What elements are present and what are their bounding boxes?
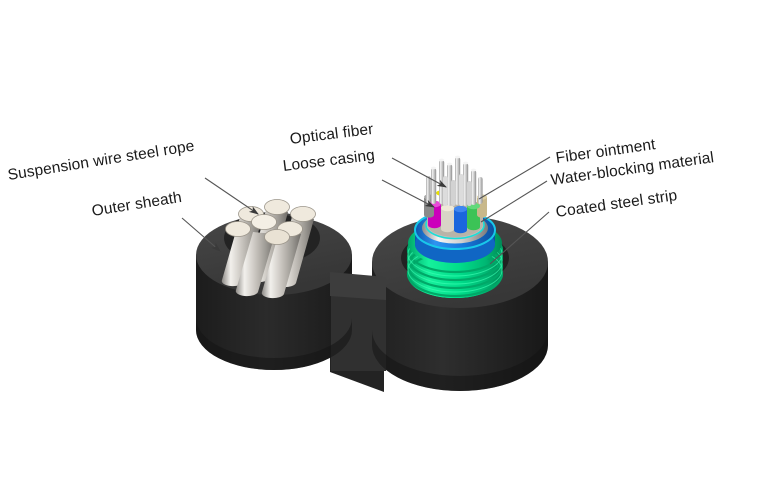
leader-optical-fiber xyxy=(391,157,447,188)
optical-fiber-bundle xyxy=(426,155,483,206)
leader-loose-casing xyxy=(381,179,435,208)
sheath-right-shadow xyxy=(372,330,548,391)
leader-lines xyxy=(181,156,551,265)
sheath-web-front xyxy=(331,281,386,371)
leader-water-blocking xyxy=(480,180,548,223)
sheath-left-shadow xyxy=(196,318,352,370)
leader-outer-sheath xyxy=(181,217,221,252)
leader-suspension-wire xyxy=(204,177,259,215)
optical-fiber-rods xyxy=(426,157,483,206)
cable-core-assembly xyxy=(401,155,509,298)
leader-fiber-ointment xyxy=(478,156,551,200)
optical-fiber-tips xyxy=(431,155,477,172)
sheath-web-top xyxy=(330,272,386,300)
leader-coated-steel-strip xyxy=(489,211,550,265)
strand-top-faces xyxy=(225,199,316,245)
suspension-wire-steel-rope xyxy=(221,199,320,299)
